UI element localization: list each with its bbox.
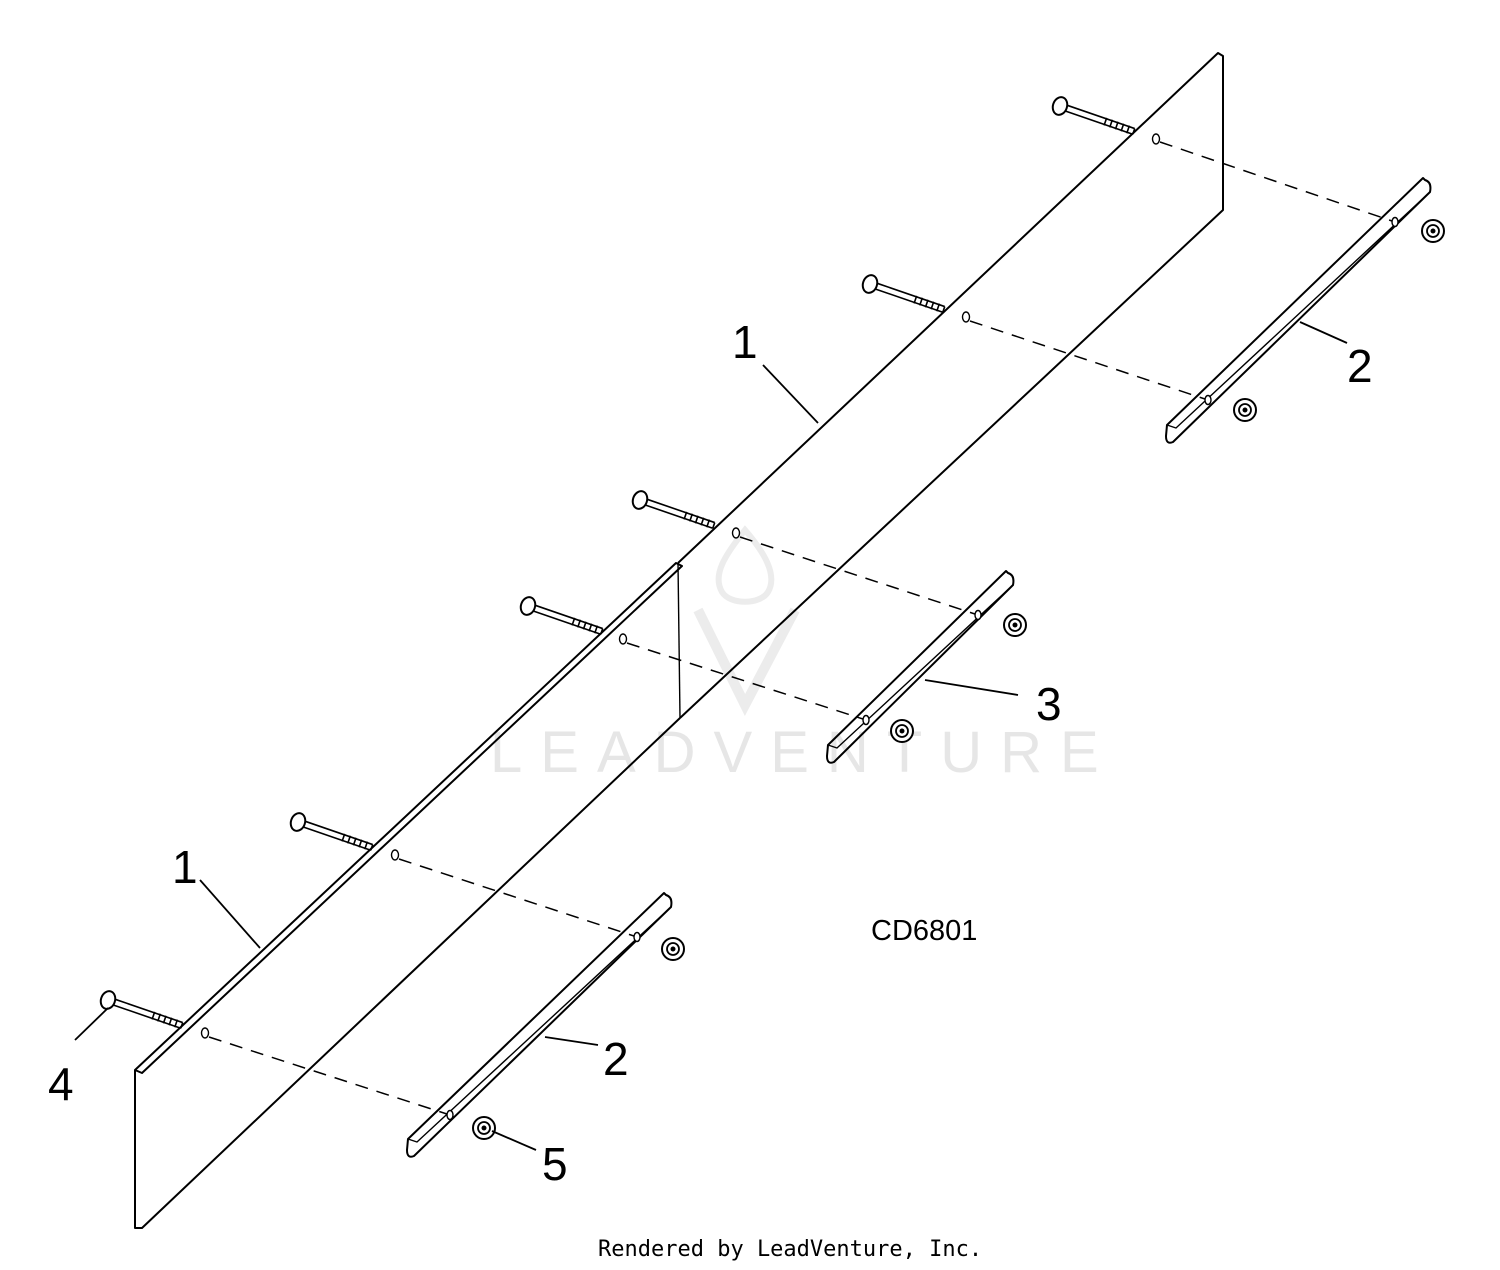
panel-holes [200, 133, 1161, 1039]
leader-lines [74, 321, 1348, 1151]
callout-part-4: 4 [48, 1058, 74, 1110]
bolt [289, 812, 374, 851]
callouts: 1 2 3 1 2 4 5 [48, 316, 1373, 1190]
strip-2-upper [1165, 177, 1432, 444]
watermark-v-icon [693, 607, 800, 716]
callout-part-1-upper: 1 [732, 316, 758, 368]
drawing-code: CD6801 [871, 915, 977, 947]
callout-part-1-lower: 1 [172, 841, 198, 893]
bolt [1051, 96, 1136, 135]
alignment-lines [208, 141, 1396, 1116]
bolt [99, 990, 184, 1029]
footer-credit: Rendered by LeadVenture, Inc. [598, 1237, 982, 1262]
callout-part-3: 3 [1036, 678, 1062, 730]
strip-3 [826, 570, 1015, 764]
watermark: LEADVENTURE [490, 525, 1117, 785]
panel-1-lower [134, 562, 683, 1229]
nut [472, 1116, 496, 1140]
watermark-flame-icon [715, 525, 775, 605]
nut [1421, 219, 1445, 243]
nut [890, 719, 914, 743]
nut [1233, 398, 1257, 422]
callout-part-2-lower: 2 [603, 1033, 629, 1085]
nut [661, 937, 685, 961]
strip-2-lower [406, 892, 673, 1158]
callout-part-2-upper: 2 [1347, 340, 1373, 392]
bolt [861, 274, 946, 313]
flange-nuts [472, 219, 1445, 1140]
callout-part-5: 5 [542, 1138, 568, 1190]
carriage-bolts [99, 96, 1136, 1029]
panel-1-upper [677, 52, 1224, 719]
bolt [519, 596, 604, 635]
watermark-text: LEADVENTURE [490, 720, 1117, 785]
nut [1003, 613, 1027, 637]
bolt [631, 490, 716, 529]
